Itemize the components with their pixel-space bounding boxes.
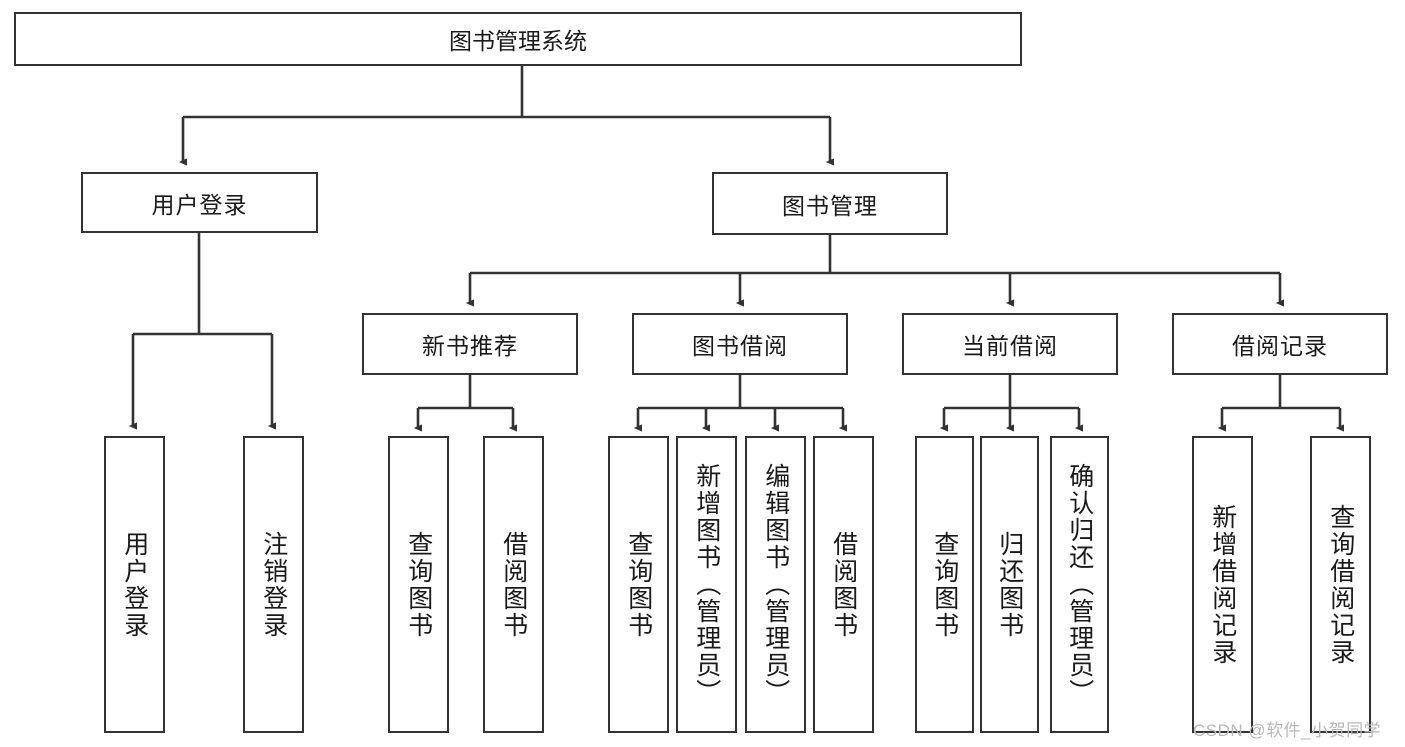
node-label: 图书借阅 (692, 333, 788, 359)
node-leaf-query-books-current[interactable]: 查询图书 (915, 436, 974, 733)
node-label: 查询图书 (624, 530, 653, 639)
node-book-management[interactable]: 图书管理 (712, 172, 948, 235)
node-leaf-confirm-return-admin[interactable]: 确认归还（管理员） (1050, 436, 1109, 733)
node-label: 查询图书 (404, 530, 433, 639)
node-label: 编辑图书（管理员） (761, 463, 790, 706)
node-leaf-borrow-books[interactable]: 借阅图书 (813, 436, 874, 733)
node-current-borrow[interactable]: 当前借阅 (902, 313, 1118, 375)
node-label: 用户登录 (120, 530, 149, 639)
node-label: 图书管理 (782, 192, 878, 219)
node-label: 查询图书 (930, 530, 959, 639)
node-leaf-return-books[interactable]: 归还图书 (980, 436, 1039, 733)
node-label: 注销登录 (259, 530, 288, 639)
node-label: 新增借阅记录 (1208, 503, 1237, 666)
node-label: 图书管理系统 (449, 28, 587, 54)
node-label: 新书推荐 (422, 333, 518, 359)
node-label: 借阅图书 (499, 530, 528, 639)
node-label: 确认归还（管理员） (1065, 463, 1094, 706)
node-label: 当前借阅 (962, 333, 1058, 359)
node-label: 用户登录 (151, 191, 248, 218)
node-leaf-add-borrow-record[interactable]: 新增借阅记录 (1192, 436, 1253, 733)
node-label: 新增图书（管理员） (692, 463, 721, 706)
node-leaf-query-borrow-record[interactable]: 查询借阅记录 (1310, 436, 1371, 733)
node-book-borrow[interactable]: 图书借阅 (632, 313, 848, 375)
node-leaf-user-login[interactable]: 用户登录 (104, 436, 165, 733)
node-leaf-borrow-books-recommend[interactable]: 借阅图书 (483, 436, 544, 733)
node-leaf-query-books-recommend[interactable]: 查询图书 (388, 436, 449, 733)
node-borrow-records[interactable]: 借阅记录 (1172, 313, 1388, 375)
csdn-watermark: CSDN @软件_小贺同学 (1193, 721, 1382, 740)
node-new-book-recommend[interactable]: 新书推荐 (362, 313, 578, 375)
node-label: 归还图书 (995, 530, 1024, 639)
node-leaf-edit-book-admin[interactable]: 编辑图书（管理员） (745, 436, 806, 733)
node-label: 借阅记录 (1232, 333, 1328, 359)
node-leaf-query-books-borrow[interactable]: 查询图书 (608, 436, 669, 733)
node-root-system[interactable]: 图书管理系统 (14, 12, 1022, 66)
node-leaf-add-book-admin[interactable]: 新增图书（管理员） (676, 436, 737, 733)
node-leaf-logout[interactable]: 注销登录 (243, 436, 304, 733)
node-label: 借阅图书 (829, 530, 858, 639)
node-user-login[interactable]: 用户登录 (81, 172, 318, 233)
node-label: 查询借阅记录 (1326, 503, 1355, 666)
